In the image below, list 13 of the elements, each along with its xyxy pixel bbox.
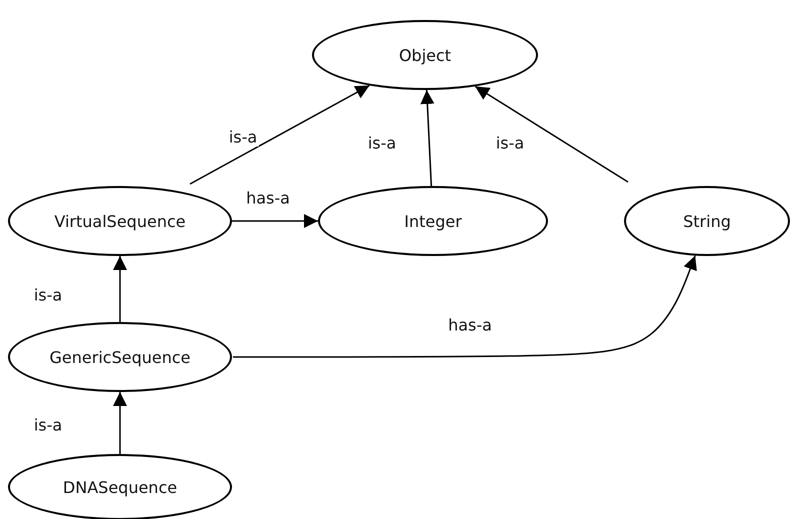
node-label: VirtualSequence: [54, 212, 186, 230]
node-label: DNASequence: [62, 478, 178, 496]
node-label: GenericSequence: [50, 348, 190, 366]
arrow: [474, 86, 628, 183]
node-label: String: [683, 212, 731, 230]
arrow: [113, 392, 127, 454]
arrow: [190, 84, 370, 185]
arrow: [232, 214, 318, 228]
node-label: Integer: [404, 212, 462, 230]
arrow: [113, 256, 127, 322]
arrow: [420, 90, 434, 186]
arrow: [233, 255, 697, 358]
node-label: Object: [398, 46, 452, 64]
